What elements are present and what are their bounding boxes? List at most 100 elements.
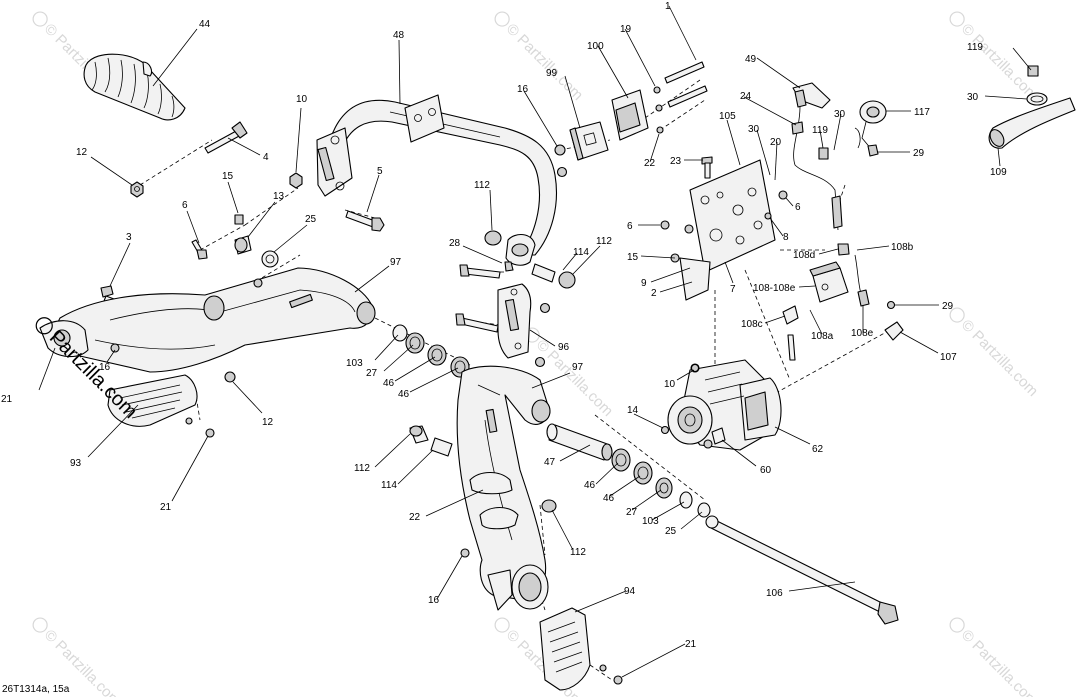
bellows-boot	[83, 53, 186, 121]
callout-107: 107	[940, 352, 957, 363]
callout-47: 47	[544, 457, 556, 468]
hose-109	[988, 97, 1076, 149]
callout-21-lower: 21	[685, 639, 697, 650]
bolt-21-lower	[205, 428, 215, 438]
fitting-29	[886, 300, 896, 310]
bolt-8	[764, 212, 772, 220]
callout-labels: 44 4 12 10 48 5 15 13 25 6 3 97 16 21 12…	[1, 1, 1007, 650]
block-99	[569, 121, 609, 161]
watermark-text: © Partzilla.com	[958, 626, 1041, 697]
nut-10-right	[690, 363, 700, 373]
callout-46-d: 46	[603, 493, 615, 504]
bearing-stack-lower	[611, 448, 711, 518]
callout-12-lower: 12	[262, 417, 274, 428]
nut-118	[554, 144, 566, 156]
callout-6-right: 6	[795, 202, 801, 213]
callout-22-top: 22	[644, 158, 656, 169]
callout-27-upper: 27	[366, 368, 378, 379]
callout-109: 109	[990, 167, 1007, 178]
callout-93: 93	[70, 458, 82, 469]
callout-2: 2	[651, 288, 657, 299]
callout-15: 15	[222, 171, 234, 182]
washer-16-lower	[460, 548, 470, 558]
callout-48: 48	[393, 30, 405, 41]
stabilizer-bar	[316, 94, 558, 266]
washer-19a	[653, 86, 661, 94]
callout-108d: 108d	[793, 250, 815, 261]
bolt-6-right	[778, 190, 788, 200]
sleeve-47	[546, 423, 613, 461]
watermark-text: © Partzilla.com	[958, 316, 1041, 399]
clip-30	[854, 127, 861, 149]
bushing-13	[234, 235, 252, 255]
callout-19: 19	[620, 24, 632, 35]
callout-13: 13	[273, 191, 285, 202]
washer-19b	[655, 104, 663, 112]
nut-22	[656, 126, 664, 134]
callout-114-left: 114	[381, 480, 397, 491]
fitting-108c	[782, 305, 799, 361]
bolt-lower-96	[455, 313, 499, 333]
callout-14: 14	[627, 405, 639, 416]
bearing-stack-upper	[392, 324, 470, 378]
bolt-6	[191, 239, 208, 260]
bolt-15	[234, 214, 244, 225]
callout-49: 49	[745, 54, 757, 65]
callout-10-right: 10	[664, 379, 676, 390]
sleeve-114-lower	[430, 437, 453, 457]
nut-12-lower	[224, 371, 236, 383]
callout-108b: 108b	[891, 242, 914, 253]
bolt-28	[459, 264, 501, 279]
callout-108a: 108a	[811, 331, 834, 342]
bolt-5	[345, 210, 385, 232]
nut-96-top	[539, 302, 551, 314]
sensor-49	[791, 82, 843, 231]
nut-14	[660, 425, 670, 435]
nut-96-low	[534, 356, 546, 368]
callout-25-lower: 25	[665, 526, 677, 537]
callout-27-lower: 27	[626, 507, 638, 518]
callout-15-right: 15	[627, 252, 639, 263]
callout-112-bottom: 112	[570, 547, 586, 558]
callout-12: 12	[76, 147, 88, 158]
callout-21-mid: 21	[160, 502, 172, 513]
callout-1: 1	[665, 1, 671, 12]
nut-118b	[556, 166, 568, 178]
sleeve-114-upper	[531, 263, 576, 289]
bushing-112-upper	[484, 230, 502, 246]
bolt-4	[204, 121, 248, 154]
elbow-107	[884, 321, 904, 341]
callout-99: 99	[546, 68, 558, 79]
callout-6: 6	[182, 200, 188, 211]
sensor-117	[859, 100, 887, 157]
callout-44: 44	[199, 19, 211, 30]
callout-97-upper: 97	[390, 257, 402, 268]
callout-29-top: 29	[913, 148, 925, 159]
callout-46-b: 46	[398, 389, 410, 400]
bracket-100	[611, 89, 649, 141]
callout-46-c: 46	[584, 480, 596, 491]
callout-103-upper: 103	[346, 358, 363, 369]
callout-16-left: 16	[99, 362, 111, 373]
connector-119	[818, 147, 829, 160]
callout-5: 5	[377, 166, 383, 177]
callout-3: 3	[126, 232, 132, 243]
nut-12	[130, 181, 144, 198]
callout-106: 106	[766, 588, 783, 599]
callout-94: 94	[624, 586, 636, 597]
watermark-text: © Partzilla.com	[503, 20, 586, 103]
callout-16-lower: 16	[428, 595, 440, 606]
callout-30-mid: 30	[748, 124, 760, 135]
callout-21-left: 21	[1, 394, 13, 405]
leader-lines	[38, 5, 1032, 678]
bolts-1	[664, 61, 708, 108]
callout-96: 96	[558, 342, 570, 353]
clip-119-right	[1027, 65, 1039, 77]
bolt-6-plate	[660, 220, 670, 230]
callout-7: 7	[730, 284, 736, 295]
skid-plate-lower	[539, 607, 623, 691]
callout-112-right: 112	[596, 236, 612, 247]
callout-6-plate: 6	[627, 221, 633, 232]
figure-code: 26T1314a, 15a	[2, 684, 70, 695]
